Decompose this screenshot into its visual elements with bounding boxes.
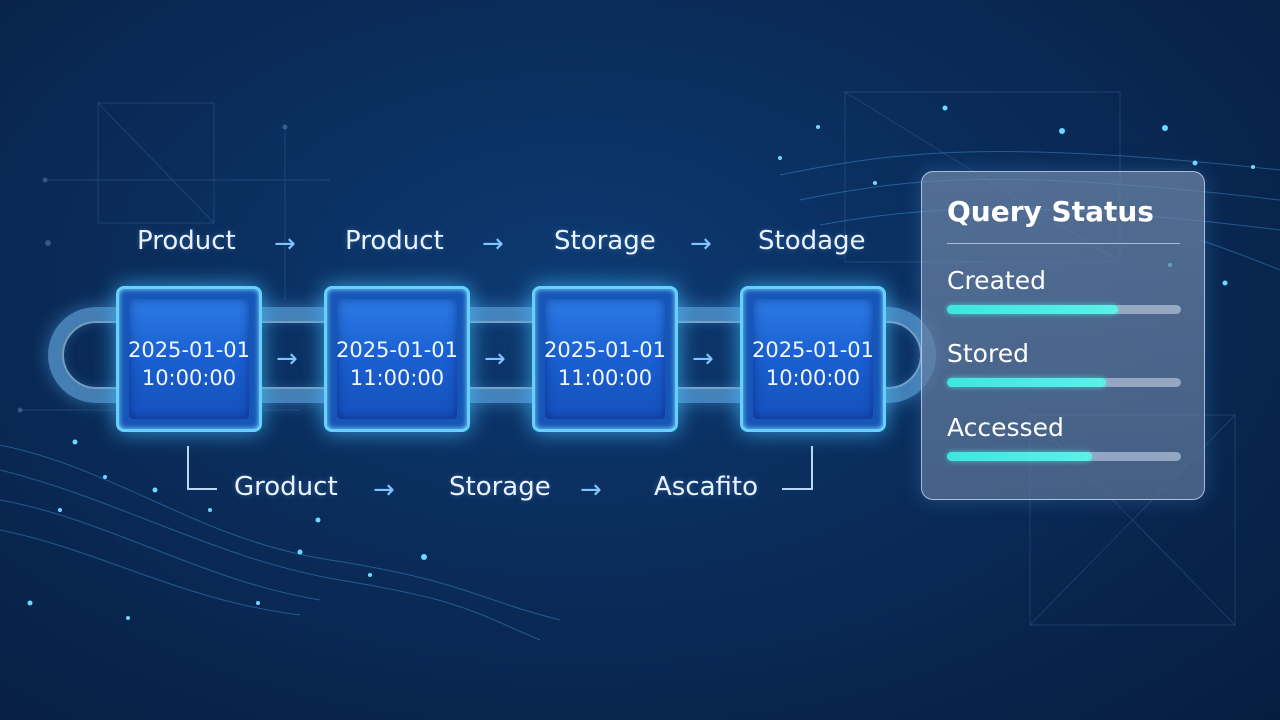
bottom-flow-bracket-right — [782, 446, 813, 490]
top-label-4: Stodage — [758, 226, 866, 256]
status-label-accessed: Accessed — [947, 413, 1064, 442]
progress-bar-stored — [947, 378, 1181, 387]
panel-divider — [947, 243, 1180, 244]
arrow-right-icon: → — [692, 344, 714, 374]
arrow-right-icon: → — [580, 475, 602, 505]
bottom-label-3: Ascafito — [654, 472, 759, 502]
chain-block-4[interactable]: 2025-01-01 10:00:00 — [740, 286, 886, 432]
chain-track — [48, 307, 936, 403]
progress-fill — [947, 305, 1118, 314]
arrow-right-icon: → — [484, 344, 506, 374]
status-label-created: Created — [947, 266, 1046, 295]
progress-fill — [947, 378, 1107, 387]
block-time: 11:00:00 — [557, 366, 653, 390]
chain-block-1[interactable]: 2025-01-01 10:00:00 — [116, 286, 262, 432]
top-label-2: Product — [345, 226, 444, 256]
bottom-flow-bracket-left — [187, 446, 217, 490]
top-label-1: Product — [137, 226, 236, 256]
query-status-panel: Query Status Created Stored Accessed — [921, 171, 1205, 500]
bottom-label-2: Storage — [449, 472, 551, 502]
panel-title: Query Status — [947, 195, 1154, 228]
block-timestamp: 2025-01-01 10:00:00 — [743, 336, 883, 392]
top-label-3: Storage — [554, 226, 656, 256]
progress-bar-created — [947, 305, 1181, 314]
block-time: 11:00:00 — [349, 366, 445, 390]
block-date: 2025-01-01 — [751, 338, 875, 362]
block-time: 10:00:00 — [141, 366, 237, 390]
progress-bar-accessed — [947, 452, 1181, 461]
progress-fill — [947, 452, 1093, 461]
status-label-stored: Stored — [947, 339, 1029, 368]
arrow-right-icon: → — [373, 475, 395, 505]
chain-block-2[interactable]: 2025-01-01 11:00:00 — [324, 286, 470, 432]
block-date: 2025-01-01 — [543, 338, 667, 362]
block-time: 10:00:00 — [765, 366, 861, 390]
block-timestamp: 2025-01-01 11:00:00 — [327, 336, 467, 392]
block-date: 2025-01-01 — [127, 338, 251, 362]
block-timestamp: 2025-01-01 11:00:00 — [535, 336, 675, 392]
arrow-right-icon: → — [276, 344, 298, 374]
arrow-right-icon: → — [690, 229, 712, 259]
arrow-right-icon: → — [274, 229, 296, 259]
block-face — [545, 299, 665, 419]
block-face — [337, 299, 457, 419]
block-date: 2025-01-01 — [335, 338, 459, 362]
block-face — [753, 299, 873, 419]
block-face — [129, 299, 249, 419]
chain-block-3[interactable]: 2025-01-01 11:00:00 — [532, 286, 678, 432]
bottom-label-1: Groduct — [234, 472, 338, 502]
block-timestamp: 2025-01-01 10:00:00 — [119, 336, 259, 392]
arrow-right-icon: → — [482, 229, 504, 259]
